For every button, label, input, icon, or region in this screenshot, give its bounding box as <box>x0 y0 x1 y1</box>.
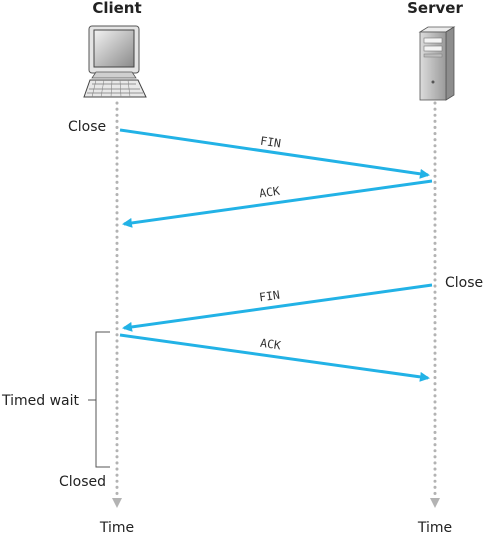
fin-arrow-server-to-client <box>122 283 433 332</box>
server-tower-icon <box>418 26 456 101</box>
message-label: FIN <box>259 134 282 151</box>
message-label: ACK <box>259 336 282 353</box>
server-close-label: Close <box>445 275 483 291</box>
timed-wait-label: Timed wait <box>1 393 80 409</box>
message-label: ACK <box>258 184 281 201</box>
desktop-computer-icon <box>83 25 147 98</box>
ack-arrow-server-to-client <box>122 179 433 228</box>
timed-wait-bracket <box>88 331 110 468</box>
server-header: Server <box>407 0 463 17</box>
ack-arrow-client-to-server <box>119 333 430 382</box>
client-close-label: Close <box>68 119 106 135</box>
closed-label: Closed <box>59 474 106 490</box>
server-time-label: Time <box>417 520 452 536</box>
client-time-label: Time <box>99 520 134 536</box>
fin-arrow-client-to-server <box>119 128 430 179</box>
client-header: Client <box>92 0 141 17</box>
message-label: FIN <box>258 288 281 305</box>
